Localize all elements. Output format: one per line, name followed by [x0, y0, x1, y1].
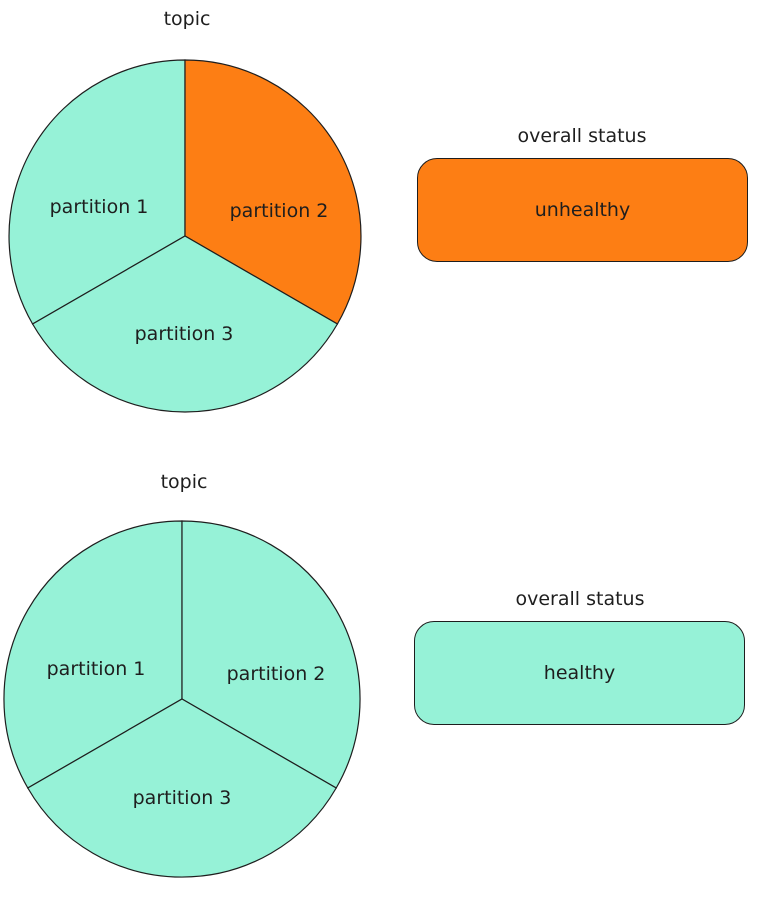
partition-3-slice	[26, 698, 338, 878]
overall-status-title: overall status	[515, 588, 645, 610]
topic-pie: partition 1 partition 2 partition 3	[8, 59, 362, 413]
topic-diagram-unhealthy: topic partition 1 partition 2 partition …	[0, 0, 757, 442]
partition-1-label: partition 1	[50, 196, 149, 218]
partition-2-slice	[181, 520, 361, 789]
topic-pie: partition 1 partition 2 partition 3	[3, 520, 361, 878]
overall-status-badge: unhealthy	[417, 158, 748, 262]
topic-diagram-healthy: topic partition 1 partition 2 partition …	[0, 463, 757, 905]
topic-title: topic	[160, 471, 208, 493]
partition-2-label: partition 2	[227, 663, 326, 685]
partition-2-label: partition 2	[230, 200, 329, 222]
partition-1-slice	[8, 59, 186, 325]
partition-3-label: partition 3	[135, 323, 234, 345]
partition-1-label: partition 1	[47, 658, 146, 680]
partition-2-slice	[184, 59, 362, 325]
overall-status-badge: healthy	[414, 621, 745, 725]
topic-title: topic	[163, 8, 211, 30]
partition-1-slice	[3, 520, 183, 789]
partition-3-label: partition 3	[133, 787, 232, 809]
overall-status-title: overall status	[517, 125, 647, 147]
partition-3-slice	[31, 235, 339, 413]
